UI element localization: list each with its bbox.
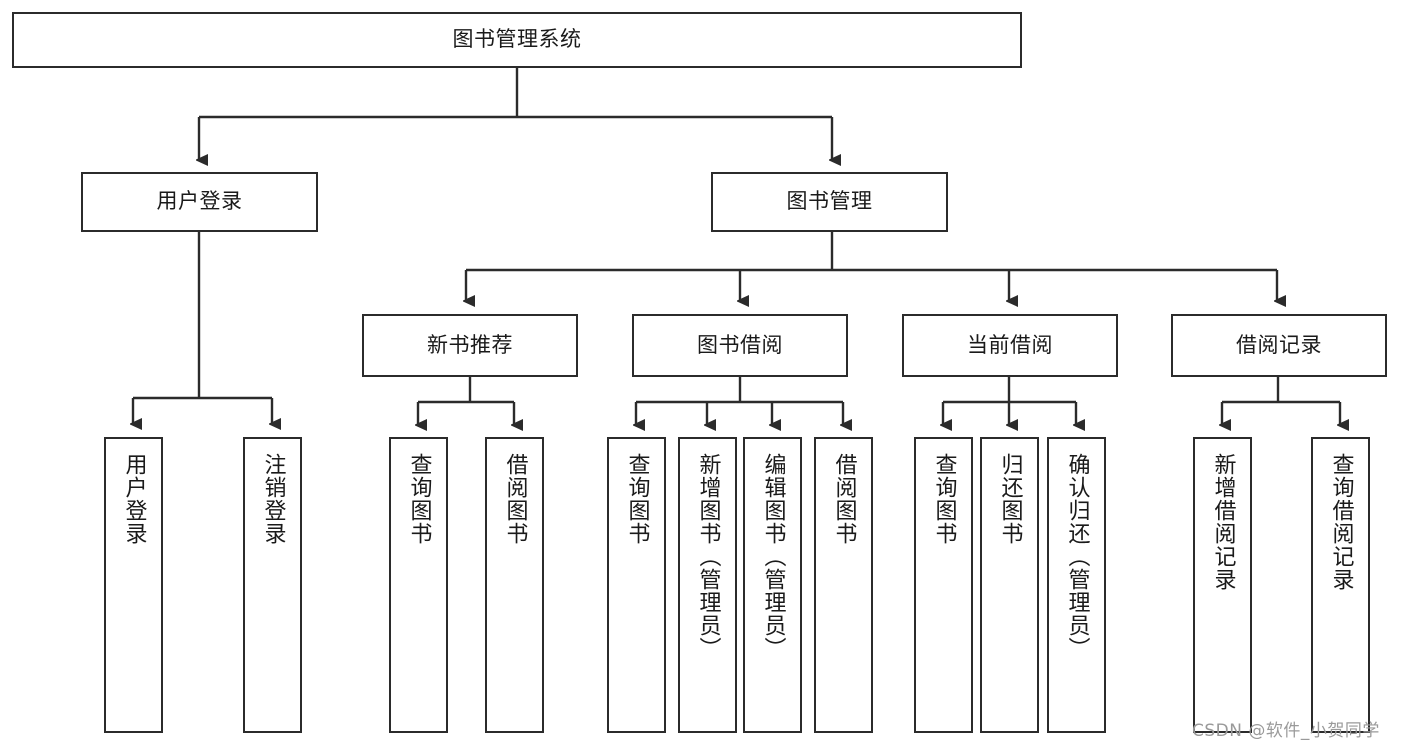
node-label: 查询图书 (406, 453, 432, 545)
node-label: 借阅图书 (831, 453, 857, 545)
node-label: 用户登录 (121, 453, 147, 545)
node-label: 查询图书 (931, 453, 957, 545)
node-label: 新书推荐 (427, 332, 513, 357)
csdn-watermark: CSDN @软件_小贺同学 (1192, 721, 1380, 741)
leaf-current-confirm-return-admin[interactable]: 确认归还（管理员） (1047, 437, 1106, 733)
node-new-book-recommend[interactable]: 新书推荐 (362, 314, 578, 377)
leaf-borrow-add-book-admin[interactable]: 新增图书（管理员） (678, 437, 737, 733)
node-borrow-record[interactable]: 借阅记录 (1171, 314, 1387, 377)
node-label: 新增借阅记录 (1210, 453, 1236, 591)
node-label: 新增图书（管理员） (695, 453, 721, 660)
node-label: 借阅记录 (1236, 332, 1322, 357)
leaf-record-add-record[interactable]: 新增借阅记录 (1193, 437, 1252, 733)
node-book-management[interactable]: 图书管理 (711, 172, 948, 232)
node-current-borrow[interactable]: 当前借阅 (902, 314, 1118, 377)
node-book-borrow[interactable]: 图书借阅 (632, 314, 848, 377)
leaf-borrow-edit-book-admin[interactable]: 编辑图书（管理员） (743, 437, 802, 733)
leaf-current-return-book[interactable]: 归还图书 (980, 437, 1039, 733)
node-label: 图书借阅 (697, 332, 783, 357)
leaf-borrow-query-book[interactable]: 查询图书 (607, 437, 666, 733)
leaf-record-query-record[interactable]: 查询借阅记录 (1311, 437, 1370, 733)
node-label: 图书管理 (786, 189, 873, 214)
node-label: 编辑图书（管理员） (760, 453, 786, 660)
node-label: 确认归还（管理员） (1064, 453, 1090, 660)
leaf-current-query-book[interactable]: 查询图书 (914, 437, 973, 733)
leaf-recommend-borrow-book[interactable]: 借阅图书 (485, 437, 544, 733)
leaf-user-login-login[interactable]: 用户登录 (104, 437, 163, 733)
node-label: 查询借阅记录 (1328, 453, 1354, 591)
node-label: 当前借阅 (967, 332, 1053, 357)
leaf-recommend-query-book[interactable]: 查询图书 (389, 437, 448, 733)
node-label: 用户登录 (156, 189, 243, 214)
leaf-borrow-borrow-book[interactable]: 借阅图书 (814, 437, 873, 733)
node-label: 借阅图书 (502, 453, 528, 545)
node-user-login[interactable]: 用户登录 (81, 172, 318, 232)
node-label: 查询图书 (624, 453, 650, 545)
node-label: 图书管理系统 (452, 27, 582, 52)
leaf-user-login-logout[interactable]: 注销登录 (243, 437, 302, 733)
node-book-management-system[interactable]: 图书管理系统 (12, 12, 1022, 68)
node-label: 归还图书 (997, 453, 1023, 545)
node-label: 注销登录 (260, 453, 286, 545)
